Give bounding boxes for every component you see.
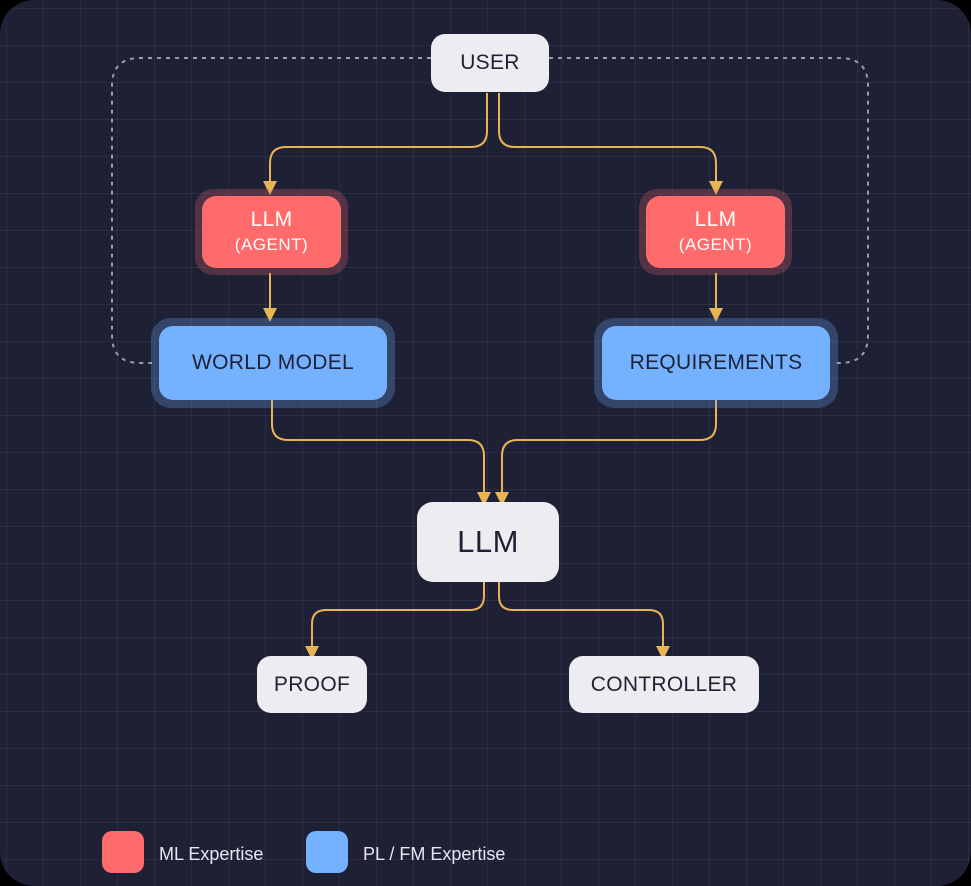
controller-node: CONTROLLER — [569, 656, 759, 713]
world-model-label: WORLD MODEL — [192, 351, 354, 374]
proof-node: PROOF — [257, 656, 367, 713]
arrow-user-to-left-agent — [263, 93, 488, 195]
dashed-loop-right — [549, 57, 869, 364]
left-agent-title: LLM — [250, 208, 293, 231]
right-agent-title: LLM — [694, 208, 737, 231]
center-llm-node: LLM — [417, 502, 559, 582]
right-llm-agent-node: LLM (AGENT) — [646, 196, 785, 268]
user-node: USER — [431, 34, 549, 92]
legend-ml-swatch — [102, 831, 144, 873]
proof-label: PROOF — [273, 672, 351, 696]
dashed-loop-left — [111, 57, 431, 364]
left-llm-agent-node: LLM (AGENT) — [202, 196, 341, 268]
world-model-node: WORLD MODEL — [159, 326, 387, 400]
arrow-llm-to-controller — [498, 582, 670, 660]
left-agent-subtitle: (AGENT) — [234, 235, 309, 254]
legend-plfm-label: PL / FM Expertise — [363, 844, 506, 864]
user-label: USER — [460, 51, 520, 74]
legend-ml-label: ML Expertise — [159, 844, 264, 864]
arrow-world-model-to-llm — [271, 398, 491, 506]
center-llm-label: LLM — [457, 524, 519, 559]
arrow-requirements-to-llm — [495, 398, 717, 506]
arrow-llm-to-proof — [305, 582, 485, 660]
arrow-user-to-right-agent — [498, 93, 723, 195]
legend-plfm-swatch — [306, 831, 348, 873]
requirements-label: REQUIREMENTS — [629, 351, 803, 374]
right-agent-subtitle: (AGENT) — [678, 235, 753, 254]
controller-label: CONTROLLER — [590, 672, 738, 696]
requirements-node: REQUIREMENTS — [602, 326, 830, 400]
